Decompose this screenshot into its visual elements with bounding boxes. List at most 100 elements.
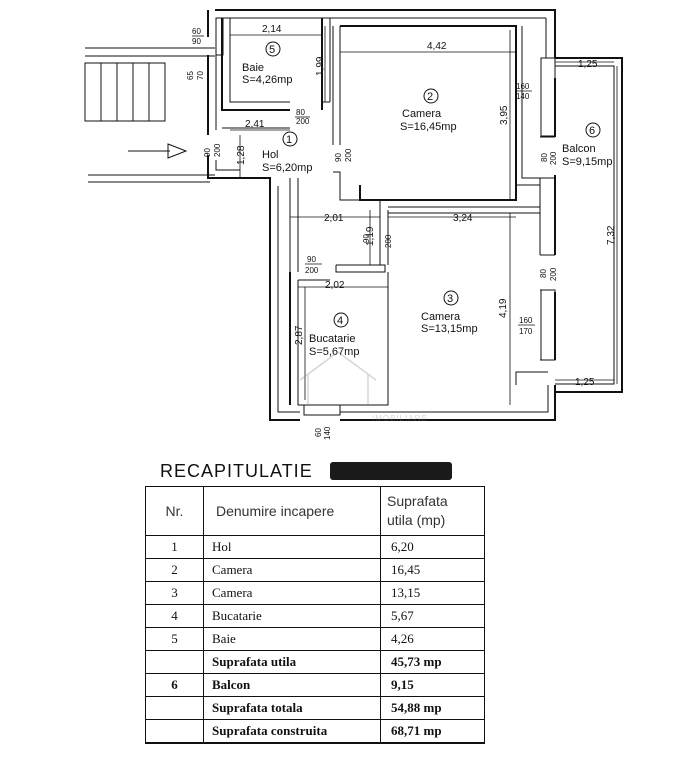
row-name: Baie [203,627,381,651]
opening-label: 65 [186,71,195,80]
dim-label: 4,19 [498,298,509,318]
table-row: 3 Camera 13,15 [145,581,485,605]
row-nr: 5 [145,627,204,651]
staircase [84,47,215,122]
opening-label: 200 [296,117,310,126]
opening-label: 90 [203,148,212,157]
header-area-line2: utila (mp) [387,512,446,528]
dim-label: 2,41 [245,119,265,130]
opening-label: 200 [344,148,353,162]
construita-label: Suprafata construita [203,719,381,744]
svg-text:IMOBILIARE: IMOBILIARE [372,414,428,423]
opening-label: 160 [519,316,533,325]
dim-label: 1,25 [575,377,595,388]
redacted-block [330,462,452,480]
outer-walls [207,9,556,421]
dim-label: 4,42 [427,41,447,52]
opening-label: 140 [516,92,530,101]
room-5-label: 5 Baie S=4,26mp [242,41,292,86]
row-name: Camera [203,558,381,582]
svg-text:Camera: Camera [402,108,442,120]
room-1-label: 1 Hol S=6,20mp [262,131,312,174]
svg-text:Camera: Camera [421,311,461,323]
floor-plan: 2,14 4,42 1,99 2,41 1,28 3,95 1,25 2,01 … [84,9,623,440]
header-name: Denumire incapere [203,486,381,536]
balcon-nr: 6 [145,673,204,697]
opening-label: 90 [334,153,343,162]
dim-label: 3,95 [499,105,510,125]
svg-text:Baie: Baie [242,62,264,74]
svg-text:S=6,20mp: S=6,20mp [262,162,312,174]
recap-title: RECAPITULATIE [160,461,313,481]
header-area-line1: Suprafata [387,493,448,509]
room-3-label: 3 Camera S=13,15mp [421,290,478,335]
dim-label: 1,25 [578,59,598,70]
dim-label: 1,28 [236,145,247,165]
row-nr: 1 [145,535,204,559]
table-row: 4 Bucatarie 5,67 [145,604,485,628]
watermark-logo: IMOBILIARE [299,351,428,423]
construita-row: Suprafata construita 68,71 mp [145,719,485,744]
room-4-label: 4 Bucatarie S=5,67mp [309,312,359,358]
opening-label: 200 [549,267,558,281]
header-nr: Nr. [145,486,204,536]
svg-text:S=4,26mp: S=4,26mp [242,74,292,86]
opening-label: 60 [192,27,201,36]
opening-label: 70 [196,71,205,80]
opening-label: 170 [519,327,533,336]
row-value: 13,15 [380,581,485,605]
dim-label: 2,87 [294,325,305,345]
opening-label: 90 [362,234,371,243]
balcon-name: Balcon [203,673,381,697]
balcon-value: 9,15 [380,673,485,697]
header-area: Suprafata utila (mp) [380,486,485,536]
opening-label: 80 [540,153,549,162]
svg-text:4: 4 [337,315,343,327]
dim-label: 7,32 [606,225,617,245]
svg-text:Hol: Hol [262,149,279,161]
balcony-outline [540,57,623,393]
dim-label: 2,01 [324,213,344,224]
dim-label: 2,02 [325,280,345,291]
table-row: 5 Baie 4,26 [145,627,485,651]
util-value: 45,73 mp [380,650,485,674]
svg-text:2: 2 [427,91,433,103]
dim-label: 2,14 [262,24,282,35]
opening-label: 200 [213,143,222,157]
row-nr: 4 [145,604,204,628]
construita-nr [145,719,204,744]
row-value: 6,20 [380,535,485,559]
opening-labels: 60 90 65 70 80 200 90 200 90 200 160 140… [186,27,558,440]
table-row: 2 Camera 16,45 [145,558,485,582]
totala-nr [145,696,204,720]
util-row: Suprafata utila 45,73 mp [145,650,485,674]
row-name: Camera [203,581,381,605]
svg-text:1: 1 [286,134,292,146]
totala-value: 54,88 mp [380,696,485,720]
dim-label: 1,19 [365,226,376,246]
construita-value: 68,71 mp [380,719,485,744]
svg-text:Balcon: Balcon [562,143,596,155]
row-name: Bucatarie [203,604,381,628]
row-name: Hol [203,535,381,559]
opening-label: 80 [296,108,305,117]
opening-label: 60 [314,428,323,437]
room-6-label: 6 Balcon S=9,15mp [562,122,612,168]
opening-label: 200 [384,234,393,248]
svg-text:Bucatarie: Bucatarie [309,333,355,345]
entrance-arrow-icon [128,143,188,159]
svg-text:S=5,67mp: S=5,67mp [309,346,359,358]
row-value: 4,26 [380,627,485,651]
util-nr [145,650,204,674]
table-row: 1 Hol 6,20 [145,535,485,559]
dimension-labels: 2,14 4,42 1,99 2,41 1,28 3,95 1,25 2,01 … [236,24,617,388]
recap-table: Nr. Denumire incapere Suprafata utila (m… [145,486,485,744]
totala-label: Suprafata totala [203,696,381,720]
opening-label: 90 [192,37,201,46]
interior-walls [215,17,540,416]
dim-label: 1,99 [315,56,326,76]
svg-text:S=9,15mp: S=9,15mp [562,156,612,168]
opening-label: 200 [549,151,558,165]
row-value: 5,67 [380,604,485,628]
util-label: Suprafata utila [203,650,381,674]
